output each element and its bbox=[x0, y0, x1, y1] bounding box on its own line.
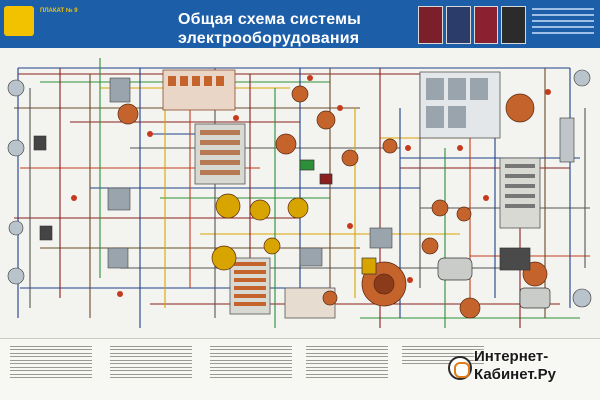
watermark-line-2: Кабинет.Ру bbox=[474, 366, 556, 383]
car-picture bbox=[501, 6, 526, 44]
title-line-1: Общая схема системы bbox=[178, 11, 362, 28]
watermark: Интернет- Кабинет.Ру bbox=[448, 348, 596, 396]
title-line-2: электрооборудования bbox=[178, 30, 360, 47]
relay-blocks bbox=[107, 69, 541, 319]
header-band: ПЛАКАТ № 9 Общая схема системы электрооб… bbox=[0, 0, 600, 48]
legend bbox=[0, 338, 600, 400]
poster-number: ПЛАКАТ № 9 bbox=[40, 8, 78, 14]
header-pictures bbox=[418, 6, 526, 44]
page-title: Общая схема системы электрооборудования bbox=[178, 10, 361, 48]
legend-column bbox=[396, 343, 484, 367]
legend-column bbox=[300, 343, 388, 381]
poster-logo-icon bbox=[4, 6, 34, 36]
legend-column bbox=[204, 343, 292, 381]
car-picture bbox=[418, 6, 443, 44]
car-picture bbox=[473, 6, 499, 44]
car-picture bbox=[445, 6, 471, 44]
lamps bbox=[7, 69, 592, 308]
watermark-line-1: Интернет- bbox=[474, 348, 549, 365]
legend-column bbox=[4, 343, 92, 381]
cart-logo-icon bbox=[448, 356, 472, 380]
component-markers bbox=[71, 75, 551, 297]
wiring-diagram bbox=[7, 58, 592, 328]
legend-column bbox=[104, 343, 192, 381]
header-notes bbox=[532, 8, 594, 42]
poster-label: ПЛАКАТ № 9 bbox=[40, 8, 110, 14]
machines bbox=[299, 159, 551, 309]
